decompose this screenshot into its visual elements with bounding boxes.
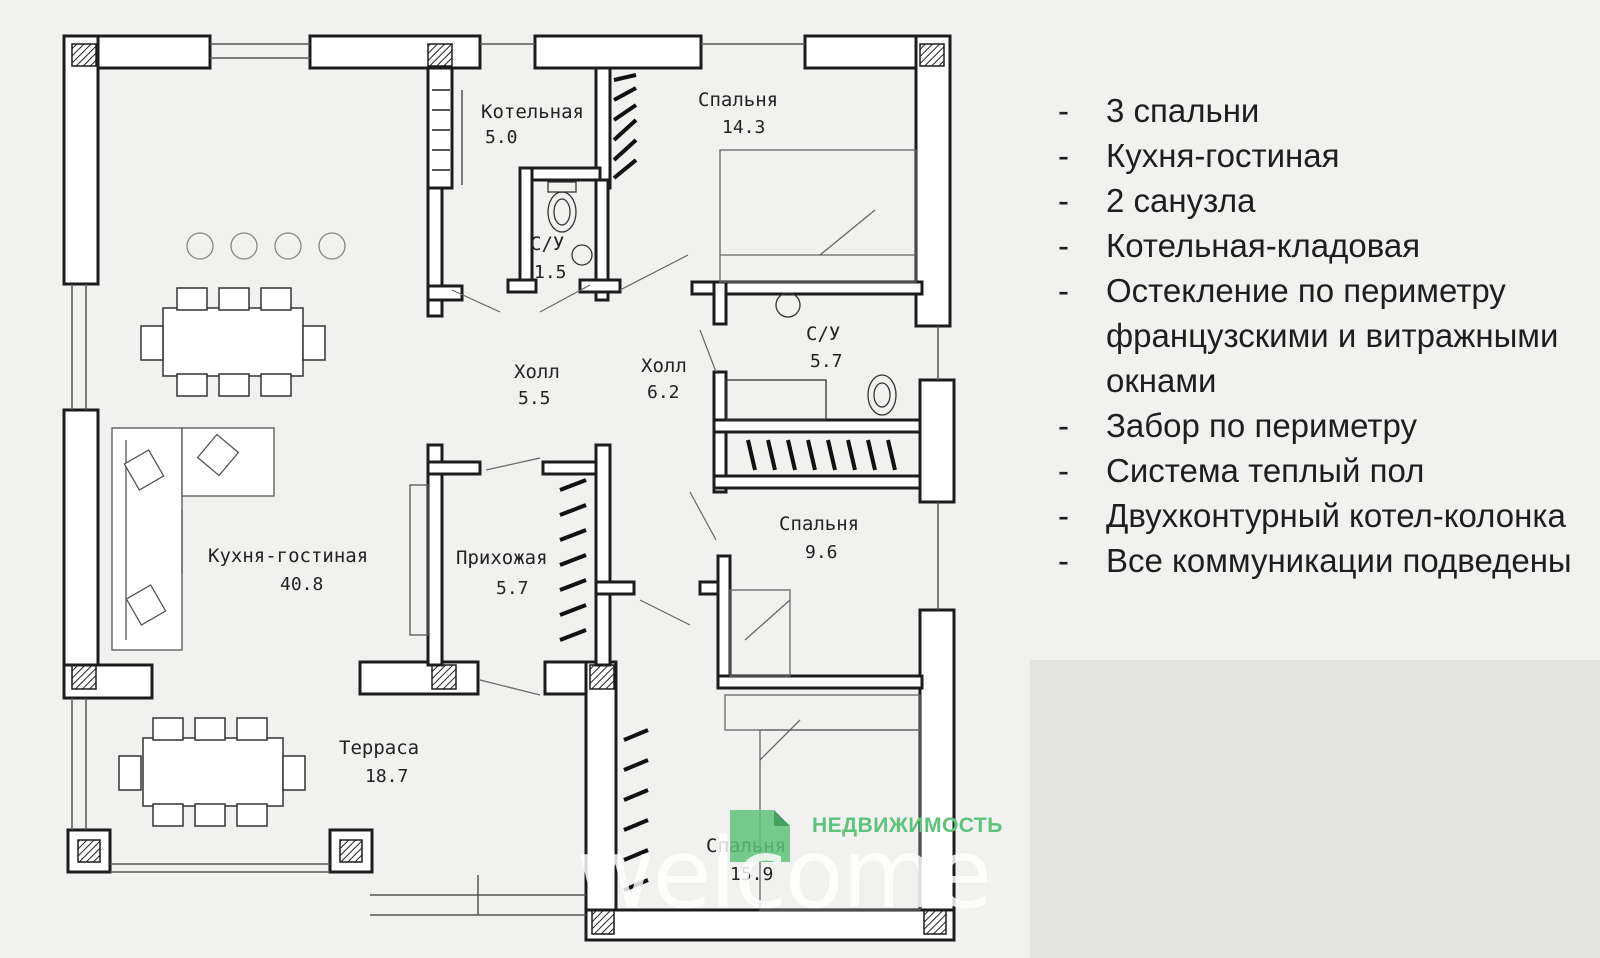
feature-item: -3 спальни bbox=[1058, 88, 1598, 133]
room-area: 40.8 bbox=[280, 574, 323, 595]
room-name: Холл bbox=[514, 361, 560, 383]
room-area: 5.7 bbox=[496, 578, 529, 599]
feature-list: -3 спальни -Кухня-гостиная -2 санузла -К… bbox=[1058, 88, 1598, 583]
room-area: 5.7 bbox=[810, 351, 843, 372]
list-dash: - bbox=[1058, 227, 1069, 264]
feature-text: Остекление по периметру французскими и в… bbox=[1106, 272, 1559, 399]
toilet-icon bbox=[547, 181, 897, 421]
inner-walls bbox=[426, 66, 924, 690]
room-area: 6.2 bbox=[647, 382, 680, 403]
room-name: Прихожая bbox=[456, 547, 548, 569]
room-name: Спальня bbox=[698, 89, 778, 111]
room-name: Кухня-гостиная bbox=[208, 545, 368, 567]
dining-table-icon bbox=[118, 287, 326, 827]
room-area: 18.7 bbox=[365, 766, 408, 787]
feature-text: Все коммуникации подведены bbox=[1106, 542, 1572, 579]
wardrobe-icon bbox=[559, 73, 897, 892]
room-name: Холл bbox=[641, 355, 687, 377]
list-dash: - bbox=[1058, 407, 1069, 444]
shadow-area bbox=[1030, 660, 1600, 958]
stair-icon bbox=[432, 89, 450, 171]
feature-item: -Котельная-кладовая bbox=[1058, 223, 1598, 268]
feature-item: -Остекление по периметру французскими и … bbox=[1058, 268, 1598, 403]
feature-item: -Забор по периметру bbox=[1058, 403, 1598, 448]
feature-text: 3 спальни bbox=[1106, 92, 1260, 129]
feature-text: 2 санузла bbox=[1106, 182, 1256, 219]
room-name: Терраса bbox=[339, 737, 419, 759]
list-dash: - bbox=[1058, 182, 1069, 219]
room-name: Спальня bbox=[779, 513, 859, 535]
brand-text: НЕДВИЖИМОСТЬ bbox=[812, 814, 1003, 837]
room-area: 9.6 bbox=[805, 542, 838, 563]
feature-item: -Все коммуникации подведены bbox=[1058, 538, 1598, 583]
room-name: Котельная bbox=[481, 101, 584, 123]
cooktop-icon bbox=[186, 232, 346, 260]
list-dash: - bbox=[1058, 497, 1069, 534]
door-swings bbox=[451, 254, 717, 696]
feature-text: Котельная-кладовая bbox=[1106, 227, 1421, 264]
list-dash: - bbox=[1058, 272, 1069, 309]
feature-item: -Кухня-гостиная bbox=[1058, 133, 1598, 178]
list-dash: - bbox=[1058, 92, 1069, 129]
room-area: 14.3 bbox=[722, 117, 765, 138]
feature-text: Кухня-гостиная bbox=[1106, 137, 1340, 174]
brand-logo-icon bbox=[730, 810, 790, 862]
column-hatches bbox=[66, 43, 947, 935]
room-name: С/У bbox=[530, 233, 564, 255]
list-dash: - bbox=[1058, 137, 1069, 174]
list-dash: - bbox=[1058, 542, 1069, 579]
glazing-lines bbox=[71, 43, 939, 916]
room-area: 15.9 bbox=[730, 864, 773, 885]
feature-item: -Система теплый пол bbox=[1058, 448, 1598, 493]
feature-item: -Двухконтурный котел-колонка bbox=[1058, 493, 1598, 538]
feature-text: Двухконтурный котел-колонка bbox=[1106, 497, 1566, 534]
room-area: 5.0 bbox=[485, 127, 518, 148]
list-dash: - bbox=[1058, 452, 1069, 489]
room-area: 1.5 bbox=[534, 262, 567, 283]
watermark-text: welcome bbox=[576, 818, 992, 930]
feature-text: Забор по периметру bbox=[1106, 407, 1418, 444]
sofa-icon bbox=[111, 427, 429, 651]
feature-text: Система теплый пол bbox=[1106, 452, 1425, 489]
room-name: С/У bbox=[806, 323, 840, 345]
feature-item: -2 санузла bbox=[1058, 178, 1598, 223]
room-area: 5.5 bbox=[518, 388, 551, 409]
